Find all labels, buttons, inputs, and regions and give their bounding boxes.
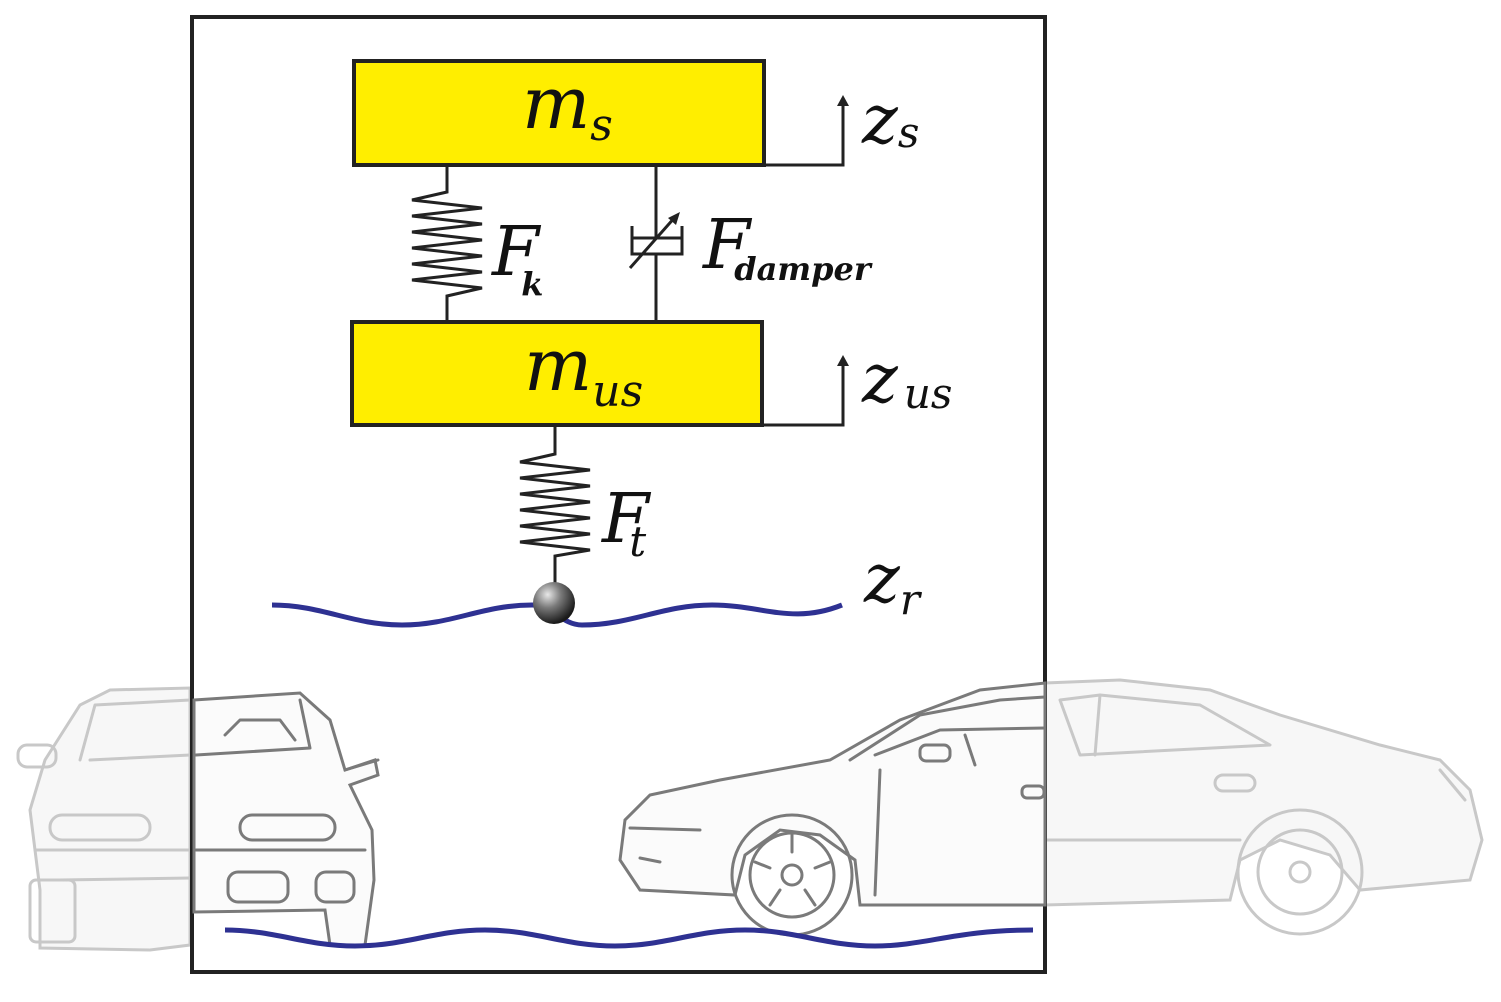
unsprung-mass-label: mus: [524, 323, 643, 417]
suspension-spring: [411, 167, 483, 321]
damper-force-label: Fdamper: [701, 206, 873, 288]
ground-wave: [224, 927, 1034, 949]
tire-spring: [519, 427, 591, 585]
unsprung-mass-block: [350, 320, 764, 427]
car-side-view: [618, 681, 1047, 937]
sprung-mass-label: ms: [522, 61, 613, 151]
zr-label: zr: [863, 540, 923, 624]
tire-contact-ball: [533, 582, 575, 624]
sprung-mass-block: [352, 59, 766, 167]
zs-reference-line: [764, 102, 845, 167]
tire-force-label: Ft: [600, 480, 652, 566]
variable-damper: [628, 167, 684, 321]
zus-reference-line: [762, 362, 845, 427]
car-front-view: [192, 691, 380, 947]
zs-label: zs: [861, 81, 919, 160]
car-side-faded: [1043, 678, 1484, 936]
spring-force-label: Fk: [490, 213, 543, 303]
zus-arrow-head: [837, 355, 849, 366]
zs-arrow-head: [837, 95, 849, 106]
damper-adjust-arrowhead: [668, 212, 680, 225]
car-front-faded: [16, 686, 192, 952]
